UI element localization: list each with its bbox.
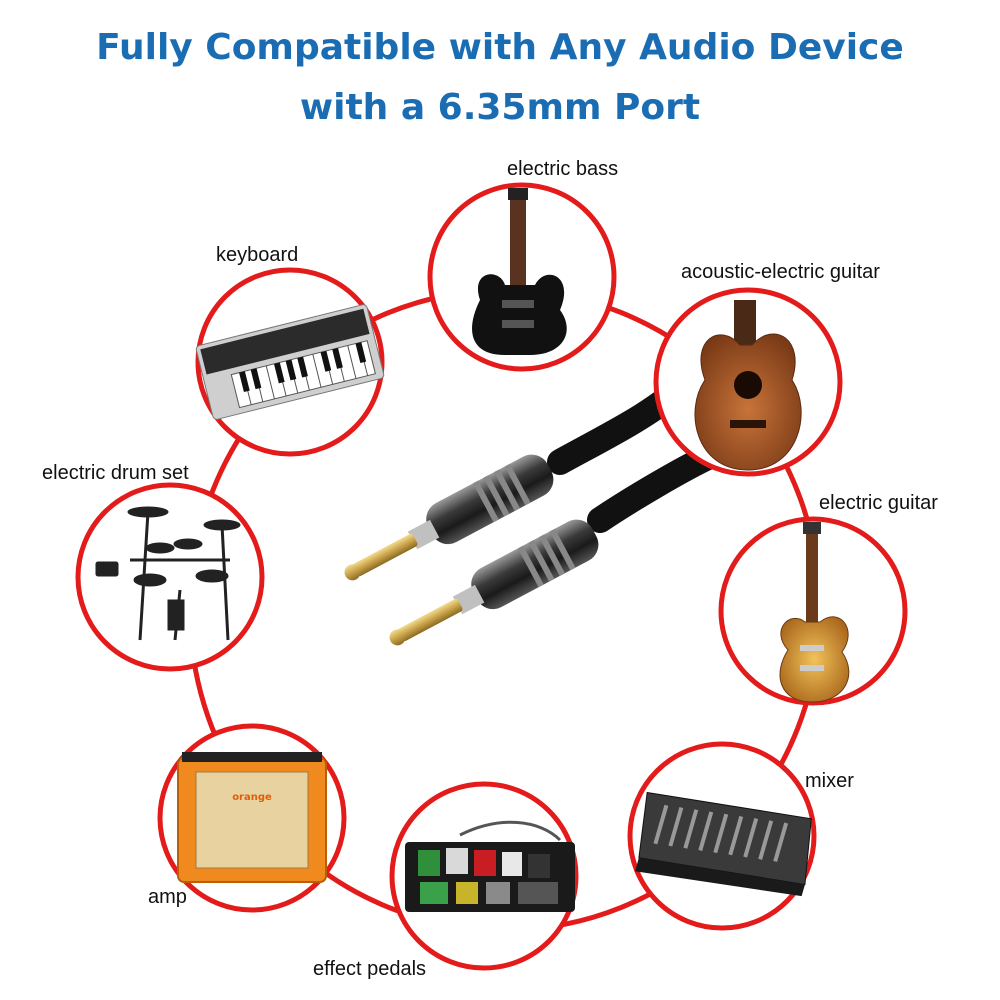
electric-guitar-icon	[779, 522, 850, 703]
amp-logo: orange	[232, 792, 272, 803]
device-circle-mixer	[627, 741, 817, 931]
keyboard-icon	[195, 304, 385, 420]
label-acoustic-electric-guitar: acoustic-electric guitar	[681, 261, 880, 283]
device-circle-amp: orange	[157, 723, 347, 913]
label-electric-guitar: electric guitar	[819, 492, 938, 514]
effect-pedals-icon	[405, 820, 575, 912]
electric-bass-icon	[472, 188, 567, 355]
headline-line-2: with a 6.35mm Port	[299, 87, 701, 128]
device-circle-effect-pedals	[389, 781, 579, 971]
amp-icon: orange	[177, 752, 327, 883]
label-mixer: mixer	[805, 770, 854, 792]
audio-cable-icon	[344, 385, 725, 646]
acoustic-guitar-icon	[694, 300, 802, 471]
label-amp: amp	[148, 886, 187, 908]
device-circle-keyboard	[195, 267, 385, 457]
headline-line-1: Fully Compatible with Any Audio Device	[96, 27, 904, 68]
amp-logo-text: orange	[232, 792, 272, 803]
label-electric-drum-set: electric drum set	[42, 462, 189, 484]
label-electric-bass: electric bass	[507, 158, 619, 180]
device-circle-acoustic-electric-guitar	[653, 287, 843, 477]
label-effect-pedals: effect pedals	[313, 958, 427, 980]
mixer-icon	[635, 791, 812, 897]
drum-set-icon	[95, 506, 241, 641]
label-keyboard: keyboard	[216, 244, 299, 266]
device-circle-electric-drum-set	[75, 482, 265, 672]
device-circle-electric-guitar	[718, 516, 908, 706]
device-circle-electric-bass	[427, 182, 617, 372]
